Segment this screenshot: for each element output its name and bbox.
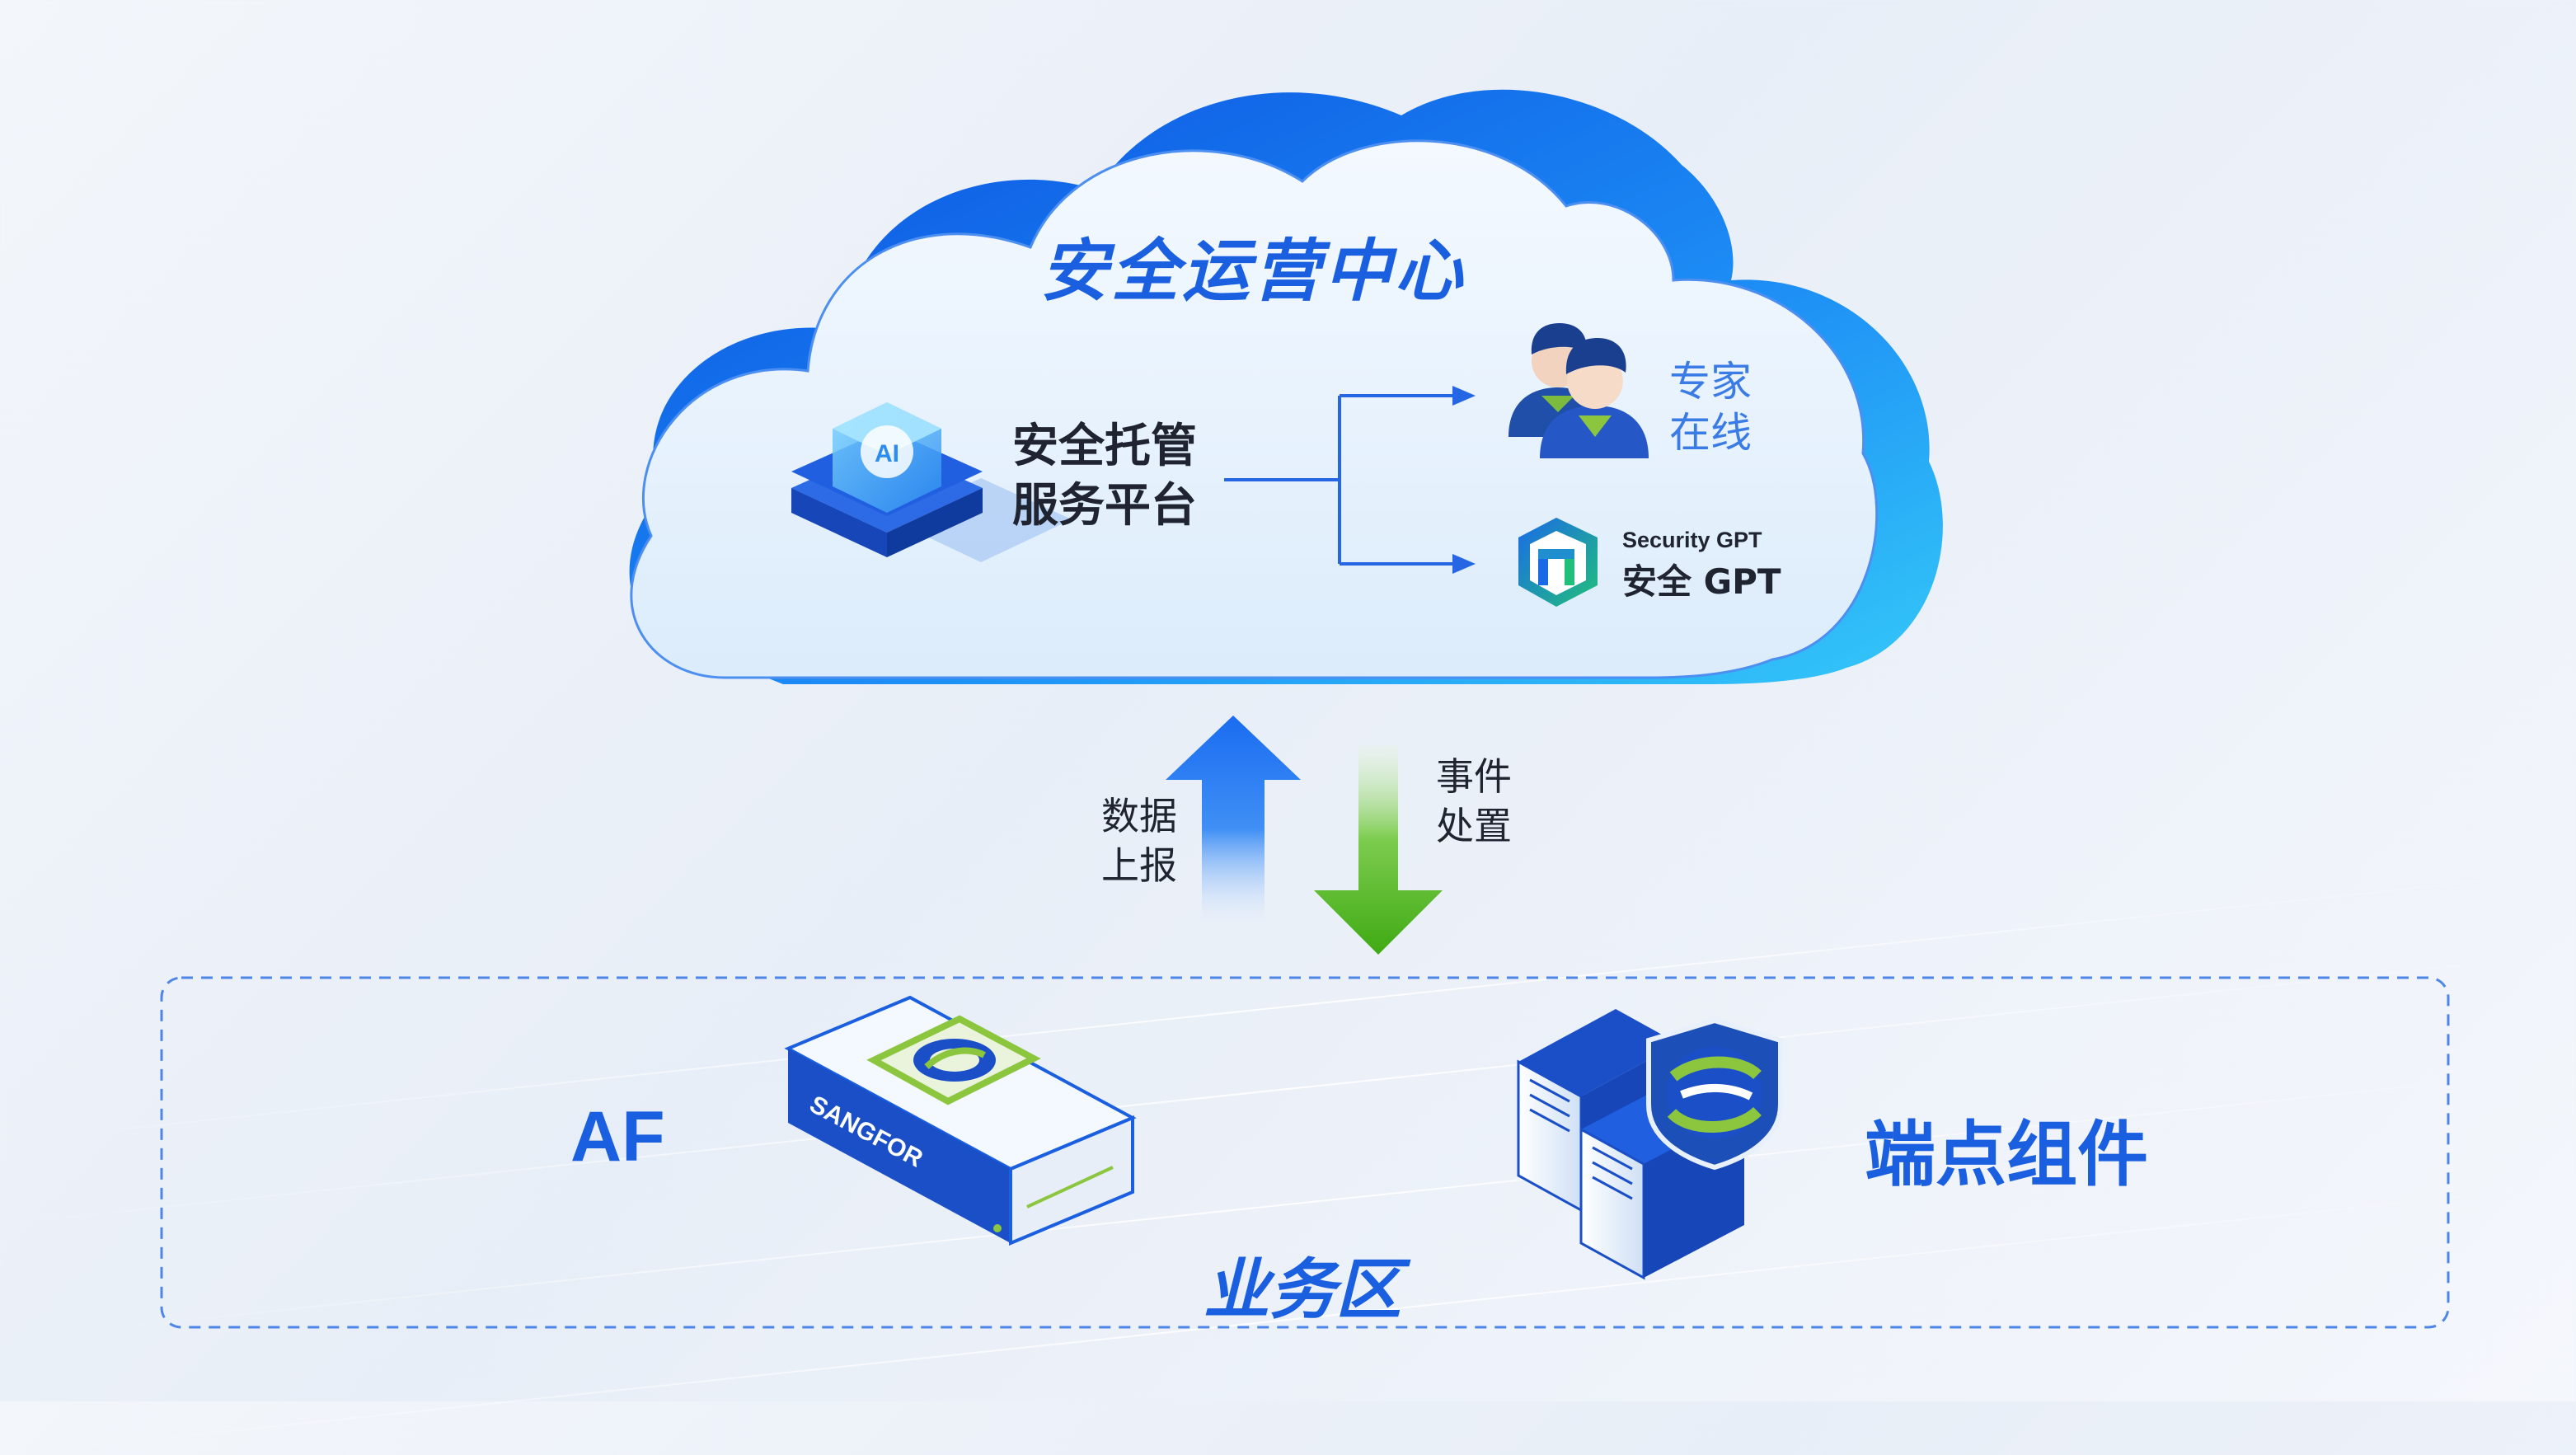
upload-label: 数据 上报 — [1090, 791, 1189, 890]
handle-label-line1: 事件 — [1436, 754, 1512, 799]
security-gpt-logo-icon — [1518, 518, 1598, 607]
arrowhead-to-gpt — [1452, 554, 1476, 574]
platform-label-line1: 安全托管 — [1012, 420, 1197, 473]
endpoint-label: 端点组件 — [1865, 1114, 2148, 1196]
handle-arrow — [1314, 745, 1443, 955]
af-label: AF — [570, 1097, 665, 1176]
platform-label: 安全托管 服务平台 — [1012, 417, 1227, 536]
experts-people-icon — [1509, 323, 1649, 458]
ai-brain-cube-icon: AI — [791, 402, 1072, 562]
handle-label-line2: 处置 — [1436, 804, 1512, 848]
experts-label: 专家 在线 — [1657, 356, 1764, 458]
business-zone-title: 业务区 — [1204, 1251, 1401, 1328]
business-zone-box — [160, 976, 2450, 1329]
upload-arrow — [1166, 716, 1301, 922]
arrowhead-to-experts — [1452, 386, 1476, 406]
experts-label-line2: 在线 — [1669, 409, 1752, 457]
experts-label-line1: 专家 — [1669, 358, 1752, 406]
platform-connector — [1224, 394, 1459, 566]
endpoint-servers-shield-icon — [1517, 1009, 1783, 1280]
upload-label-line1: 数据 — [1101, 794, 1177, 838]
ai-icon-text: AI — [875, 440, 899, 467]
diagram-canvas: AI SANGFOR — [160, 89, 2450, 1329]
gpt-label-en: Security GPT — [1622, 528, 1762, 552]
upload-label-line2: 上报 — [1101, 843, 1177, 888]
cloud-title: 安全运营中心 — [1040, 232, 1466, 311]
handle-label: 事件 处置 — [1424, 752, 1523, 851]
sangfor-af-appliance-icon: SANGFOR — [784, 995, 1137, 1246]
platform-label-line2: 服务平台 — [1012, 479, 1197, 533]
gpt-label-cn: 安全 GPT — [1622, 561, 1781, 602]
